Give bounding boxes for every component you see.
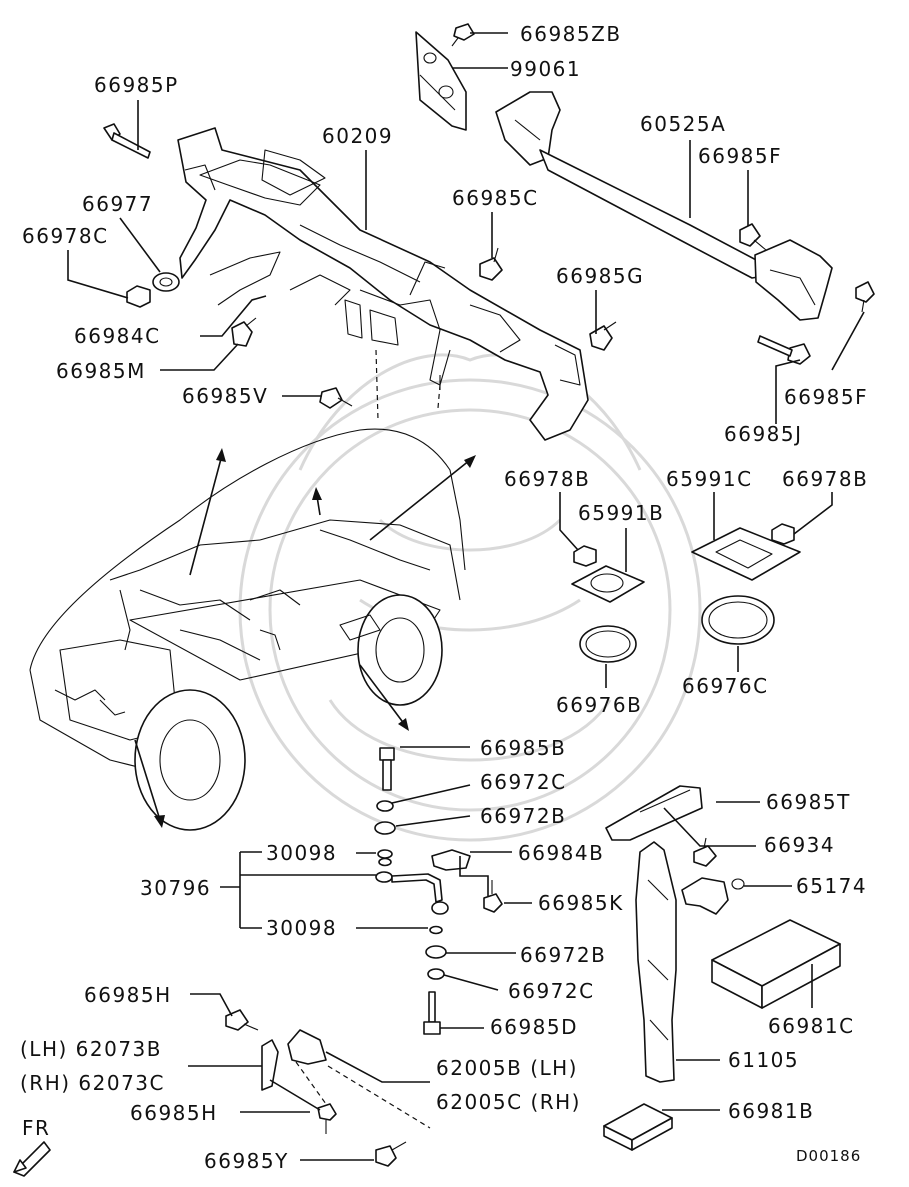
plate-65991C [691,527,801,581]
callout-arrows [134,448,476,828]
nut-66978B-right-icon [771,523,795,545]
nut-30098-top-icon [377,849,393,867]
bar-60525A [495,91,833,321]
bolt-66985M-icon [231,317,257,347]
bolt-66985J-icon [757,335,811,365]
washer-66972B-bottom-icon [425,945,447,959]
label-66985F-top: 66985F [698,144,782,168]
bracket-66984B [431,849,471,871]
label-62005B: 62005B (LH) [436,1056,578,1080]
nut-66978C-icon [126,285,151,308]
label-66985ZB: 66985ZB [520,22,622,46]
label-65991C: 65991C [666,467,753,491]
label-66972B-top: 66972B [480,804,566,828]
washer-66972C-top-icon [376,800,394,812]
label-66985T: 66985T [766,790,851,814]
label-66981C: 66981C [768,1014,855,1038]
label-62073B: (LH) 62073B [20,1037,162,1061]
label-66985H-bottom: 66985H [130,1101,218,1125]
plate-65991B [571,565,645,603]
label-66985H-top: 66985H [84,983,172,1007]
label-66985C: 66985C [452,186,539,210]
steering-support-member-60209 [177,127,589,441]
label-66972C-top: 66972C [480,770,567,794]
label-66934: 66934 [764,833,835,857]
label-66977: 66977 [82,192,153,216]
label-66978B-right: 66978B [782,467,868,491]
bracket-66934 [605,785,703,841]
bolt-66985P-icon [103,123,151,159]
part-labels: 66985ZB 99061 66985P 60209 60525A 66985F… [20,22,868,1173]
label-66978B-left: 66978B [504,467,590,491]
nut-66978B-left-icon [573,545,597,567]
vehicle-body-outline [29,428,466,831]
label-60209: 60209 [322,124,393,148]
label-front-orientation: FR [22,1116,50,1140]
label-reference-code: D00186 [796,1147,861,1165]
label-66972C-bottom: 66972C [508,979,595,1003]
label-62073C: (RH) 62073C [20,1071,165,1095]
pad-66981C [711,919,841,1009]
label-66985Y: 66985Y [204,1149,289,1173]
bolt-66985F-top-icon [739,223,767,251]
watermark-emblem [238,353,702,842]
label-62005C: 62005C (RH) [436,1090,581,1114]
bolt-66985F-bottom-icon [855,281,875,313]
label-66981B: 66981B [728,1099,814,1123]
label-66985P: 66985P [94,73,179,97]
bushing-66977-icon [152,272,180,292]
washer-66972B-top-icon [374,821,396,835]
label-66985V: 66985V [182,384,268,408]
label-66985J: 66985J [724,422,803,446]
label-60525A: 60525A [640,112,726,136]
leader-lines [67,32,865,1161]
insulator-61105 [635,841,677,1083]
bolt-66985Y-icon [375,1141,407,1167]
seal-66976C-icon [701,595,775,645]
bracket-62073 [261,1039,279,1091]
bolt-66985K-icon [483,880,503,913]
label-65991B: 65991B [578,501,664,525]
label-65174: 65174 [796,874,867,898]
bolt-66985V-icon [319,387,353,409]
bolt-66985ZB-icon [451,23,475,47]
bolt-66985B-icon [379,747,395,791]
label-30098-bottom: 30098 [266,916,337,940]
label-66984C: 66984C [74,324,161,348]
label-66972B-bottom: 66972B [520,943,606,967]
bolt-66985C-icon [479,247,503,281]
bracket-62005 [287,1029,327,1065]
label-66984B: 66984B [518,841,604,865]
label-66978C: 66978C [22,224,109,248]
nut-30098-bottom-icon [429,925,443,935]
washer-66972C-bottom-icon [427,968,445,980]
label-66985F-bottom: 66985F [784,385,868,409]
bracket-99061 [415,31,467,131]
bolt-66985D-icon [423,991,441,1035]
label-30098-top: 30098 [266,841,337,865]
label-66985D: 66985D [490,1015,578,1039]
label-66985G: 66985G [556,264,644,288]
bracket-65174 [681,877,745,915]
label-66985B: 66985B [480,736,566,760]
ground-cable-30796 [375,871,449,915]
pad-66981B [603,1103,673,1151]
label-61105: 61105 [728,1048,799,1072]
front-arrow-icon [13,1141,51,1177]
seal-66976B-icon [579,625,637,663]
label-99061: 99061 [510,57,581,81]
label-66976B: 66976B [556,693,642,717]
label-66985M: 66985M [56,359,146,383]
label-66985K: 66985K [538,891,624,915]
bolt-66985G-icon [589,321,617,351]
bolt-66985H-bottom-icon [317,1103,337,1134]
label-30796: 30796 [140,876,211,900]
label-66976C: 66976C [682,674,769,698]
